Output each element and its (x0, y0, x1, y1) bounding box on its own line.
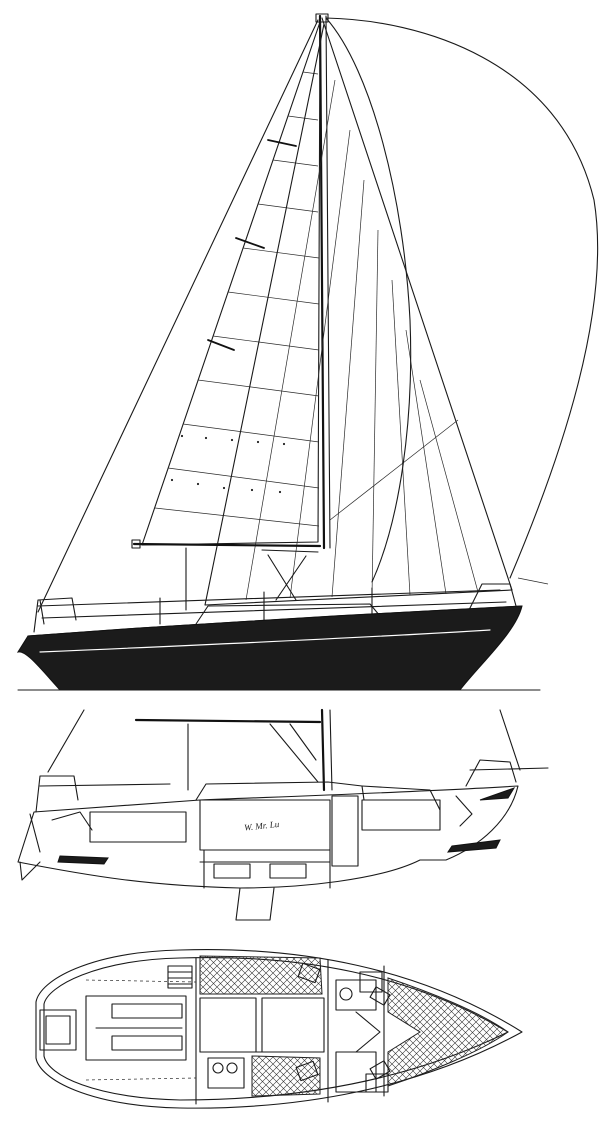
cabin-roof (195, 781, 365, 801)
boom (132, 542, 322, 548)
aft-berth (199, 955, 323, 995)
rudder (19, 861, 41, 881)
hull-plan (35, 949, 523, 1109)
cockpit (85, 995, 187, 1061)
backstay (37, 19, 319, 613)
hull-section (17, 785, 519, 889)
mainsail (141, 21, 321, 546)
hull-topsides (16, 605, 523, 691)
mast (318, 14, 326, 550)
forestay (321, 17, 513, 591)
genoa (204, 23, 513, 606)
keel (235, 887, 275, 921)
saloon-berth (251, 1055, 321, 1097)
accommodation-plan (35, 949, 523, 1109)
profile-section: W. Mr. Lu (17, 708, 549, 921)
sail-plan (16, 13, 599, 691)
vee-berth (387, 977, 509, 1087)
spinnaker (325, 17, 599, 579)
interior-label: W. Mr. Lu (244, 819, 281, 833)
